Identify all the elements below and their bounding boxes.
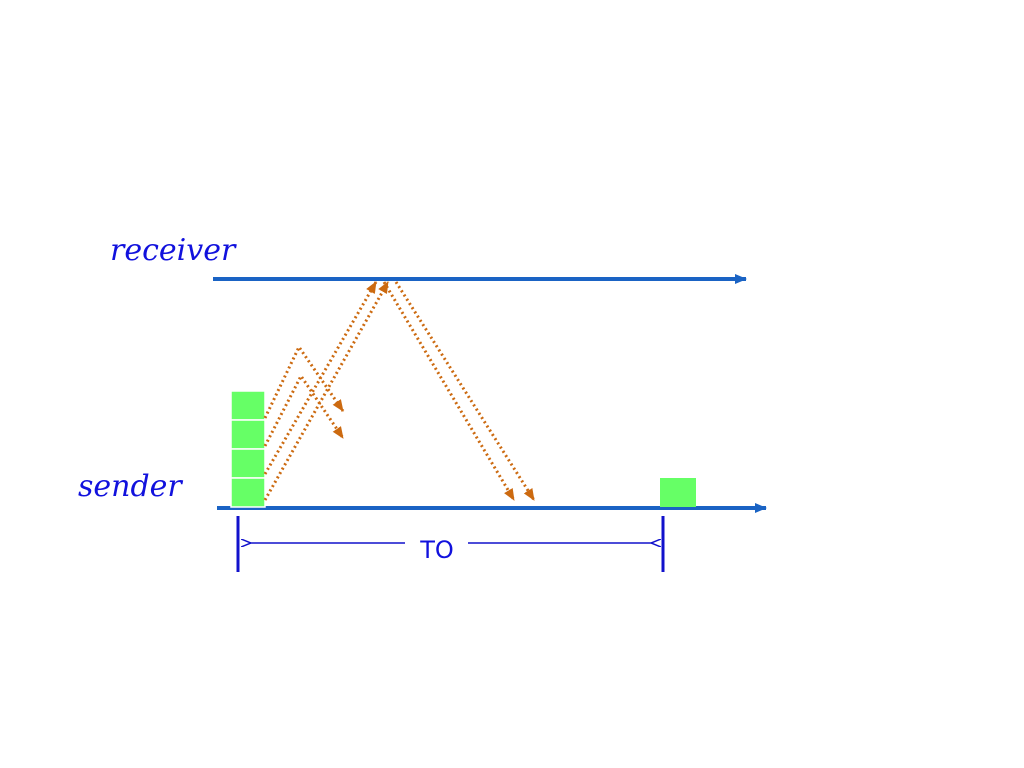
timeout-interval: TO [236,516,665,572]
packet-stack [230,390,266,508]
retransmitted-packet [660,478,696,507]
sender-label: sender [78,469,183,504]
packet [230,477,266,508]
receiver-label: receiver [110,233,237,268]
ack-to-sender [382,281,516,501]
ack-to-sender [394,281,536,501]
packet-to-receiver [263,281,390,501]
packet [230,448,266,479]
timeout-label: TO [419,536,454,564]
packet [230,390,266,421]
packet [230,419,266,450]
lost-packet-path [263,373,345,447]
packet-to-receiver [263,281,378,475]
lost-packet-path [263,344,345,419]
